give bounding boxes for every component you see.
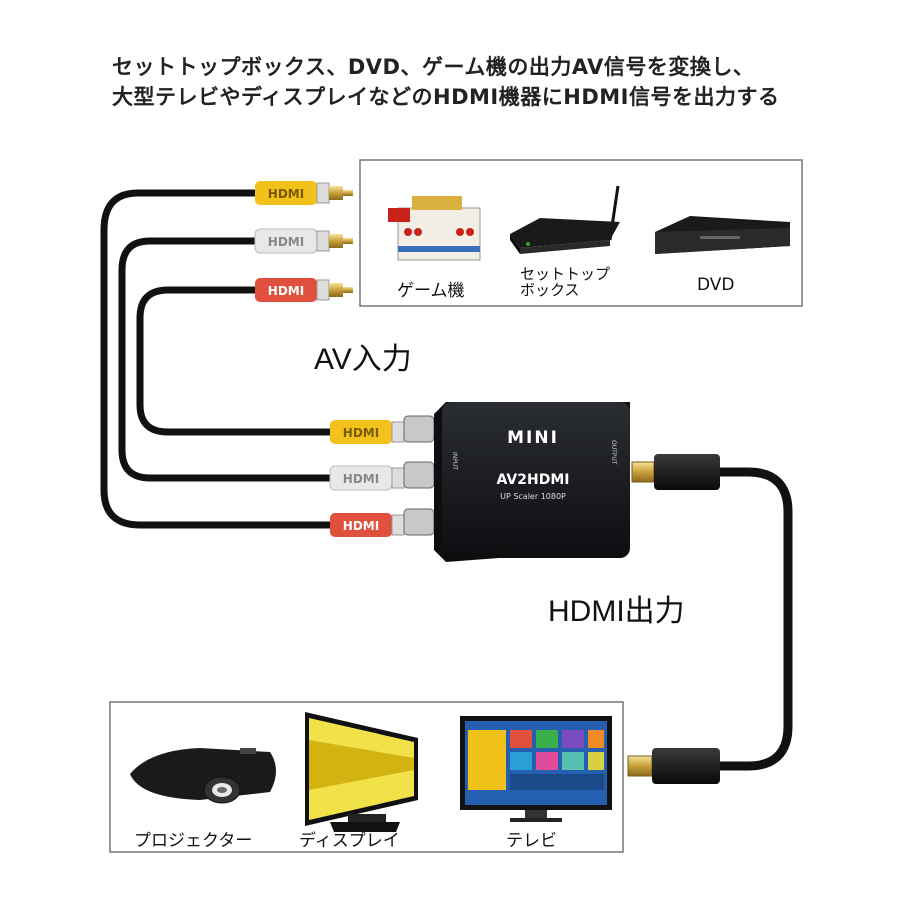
plug-label: HDMI bbox=[343, 519, 379, 533]
headline-line-2: 大型テレビやディスプレイなどのHDMI機器にHDMI信号を出力する bbox=[112, 85, 780, 109]
headline: セットトップボックス、DVD、ゲーム機の出力AV信号を変換し、 大型テレビやディ… bbox=[112, 52, 779, 112]
display-projector-label: プロジェクター bbox=[134, 831, 253, 851]
device-input-port: INPUT bbox=[451, 452, 458, 470]
set-top-box-image bbox=[510, 185, 620, 254]
plug-label: HDMI bbox=[268, 235, 304, 249]
av-input-label: AV入力 bbox=[314, 343, 412, 376]
converter-device: MINI AV2HDMI UP Scaler 1080P INPUT OUTPU… bbox=[403, 402, 630, 562]
hdmi-plug-top bbox=[631, 454, 720, 490]
device-model: AV2HDMI bbox=[497, 472, 570, 488]
cable-red bbox=[136, 286, 330, 436]
cable-white bbox=[118, 237, 330, 482]
source-stb-line-2: ボックス bbox=[520, 281, 580, 299]
source-dvd-label: DVD bbox=[697, 275, 735, 295]
rca-plug-red-top: HDMI bbox=[255, 278, 353, 302]
tv-image bbox=[460, 716, 612, 822]
plug-label: HDMI bbox=[268, 187, 304, 201]
device-brand: MINI bbox=[507, 428, 559, 448]
source-game-label: ゲーム機 bbox=[397, 281, 465, 301]
display-tv-label: テレビ bbox=[506, 831, 557, 851]
hdmi-cable bbox=[720, 467, 793, 771]
device-output-port: OUTPUT bbox=[610, 440, 617, 465]
source-stb-label: セットトップ ボックス bbox=[520, 266, 610, 298]
monitor-image bbox=[305, 712, 418, 832]
plug-label: HDMI bbox=[343, 426, 379, 440]
cable-yellow bbox=[100, 189, 330, 529]
plug-label: HDMI bbox=[268, 284, 304, 298]
display-monitor-label: ディスプレイ bbox=[299, 831, 400, 851]
device-subtitle: UP Scaler 1080P bbox=[500, 492, 566, 501]
rca-plug-yellow-top: HDMI bbox=[255, 181, 353, 205]
projector-image bbox=[130, 748, 276, 804]
rca-plug-white-top: HDMI bbox=[254, 228, 353, 254]
rca-plug-yellow-bottom: HDMI bbox=[330, 420, 405, 444]
game-console-image bbox=[388, 196, 481, 261]
source-stb-line-1: セットトップ bbox=[520, 265, 611, 283]
headline-line-1: セットトップボックス、DVD、ゲーム機の出力AV信号を変換し、 bbox=[112, 55, 755, 79]
dvd-player-image bbox=[655, 216, 790, 254]
rca-plug-red-bottom: HDMI bbox=[330, 513, 405, 537]
hdmi-plug-bottom bbox=[627, 748, 720, 784]
rca-plug-white-bottom: HDMI bbox=[329, 465, 405, 491]
plug-label: HDMI bbox=[343, 472, 379, 486]
hdmi-output-label: HDMI出力 bbox=[548, 595, 685, 628]
